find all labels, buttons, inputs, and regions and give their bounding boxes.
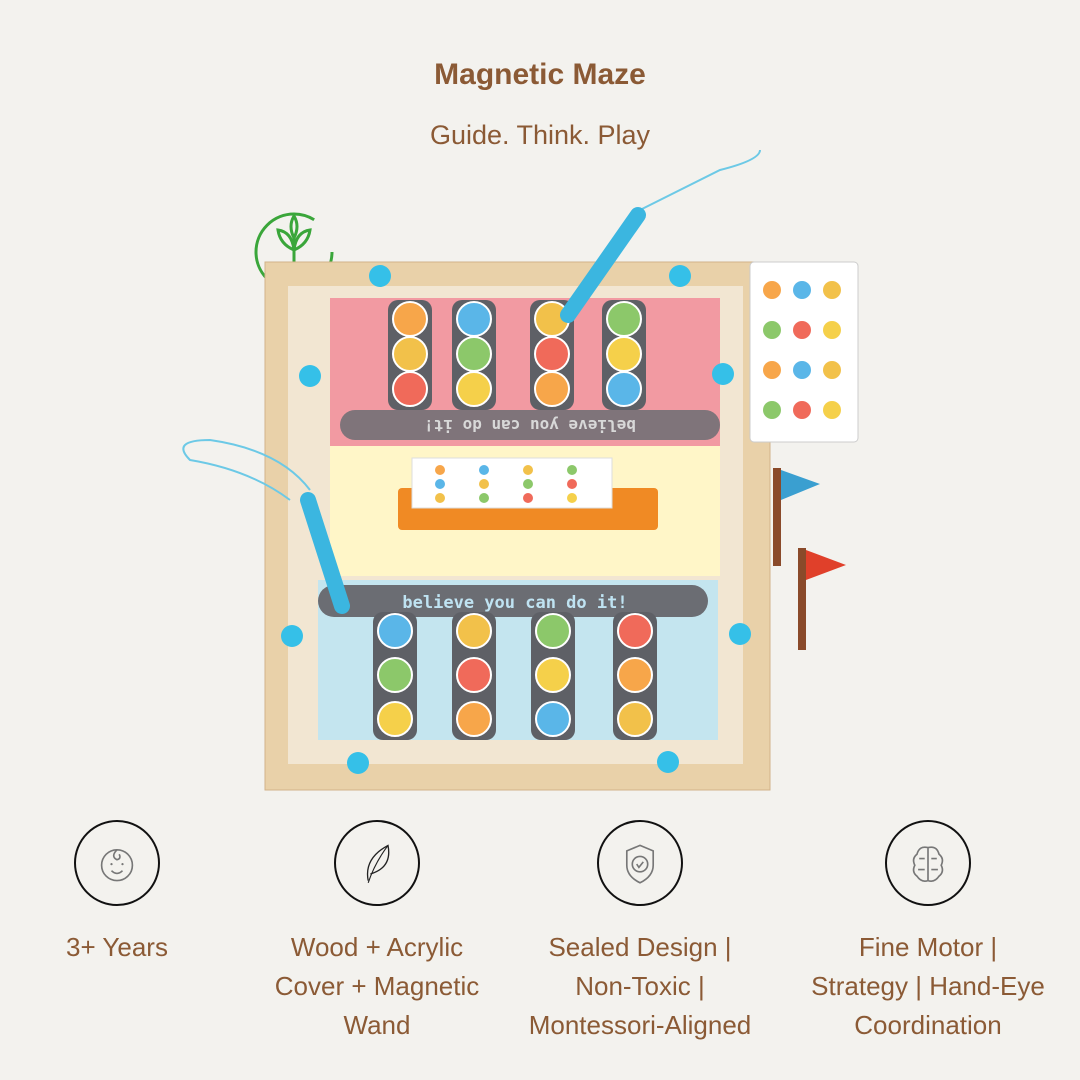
maze-token[interactable] [606,371,642,407]
maze-token[interactable] [456,701,492,737]
pattern-dot [763,321,781,339]
pattern-dot [763,281,781,299]
pattern-dot [823,401,841,419]
feature-icon-circle [334,820,420,906]
pattern-dot [793,281,811,299]
feature-icon-circle [597,820,683,906]
board-slogan-bottom: believe you can do it! [402,593,627,613]
feature-line: Montessori-Aligned [528,1010,752,1040]
feature-baby-face: 3+ Years [0,820,247,967]
pattern-dot [523,493,533,503]
leaf-icon [366,844,390,883]
maze-token[interactable] [392,371,428,407]
pattern-dot [567,479,577,489]
maze-token[interactable] [617,701,653,737]
maze-token[interactable] [606,301,642,337]
feature-line: Cover + Magnetic [274,971,480,1001]
maze-token[interactable] [456,657,492,693]
pattern-dot [567,493,577,503]
flag-red [798,548,846,650]
feature-icon-circle [74,820,160,906]
feature-line: Sealed Design | [548,932,732,962]
feature-text: Sealed Design | Non-Toxic | Montessori-Ali… [510,928,770,1045]
brain-icon [912,846,944,882]
maze-token[interactable] [606,336,642,372]
pattern-dot [823,361,841,379]
maze-token[interactable] [392,336,428,372]
page-title: Magnetic Maze [434,58,646,91]
pattern-dot [523,479,533,489]
maze-token[interactable] [535,701,571,737]
pattern-dot [823,281,841,299]
pattern-card [749,261,859,443]
maze-token[interactable] [377,613,413,649]
center-card [411,457,613,509]
pattern-dot [823,321,841,339]
feature-line: Wood + Acrylic [290,932,464,962]
page-subtitle: Guide. Think. Play [429,120,651,150]
maze-token[interactable] [534,371,570,407]
feature-text: 3+ Years [0,928,247,967]
pattern-dot [435,465,445,475]
pattern-dot [793,321,811,339]
maze-token[interactable] [535,657,571,693]
pattern-dot [763,361,781,379]
product-image: believe you can do it! believe you can d… [182,149,859,791]
flag-blue [773,468,820,566]
feature-line: Non-Toxic | [575,971,705,1001]
feature-line: Strategy | Hand-Eye [811,971,1045,1001]
pattern-dot [793,401,811,419]
magnet-dots [281,265,751,774]
maze-token[interactable] [456,301,492,337]
pattern-dot [479,479,489,489]
maze-token[interactable] [617,657,653,693]
pattern-dot [523,465,533,475]
pattern-dot [479,493,489,503]
maze-token[interactable] [456,336,492,372]
bottom-track [318,585,708,617]
pattern-dot [567,465,577,475]
top-track [340,410,720,440]
pattern-dot [793,361,811,379]
maze-token[interactable] [377,701,413,737]
pattern-dot [763,401,781,419]
shield-check-icon [625,844,655,884]
pattern-dot [479,465,489,475]
baby-face-icon [100,848,134,882]
feature-shield-check: Sealed Design | Non-Toxic | Montessori-Ali… [510,820,770,1045]
maze-token[interactable] [535,613,571,649]
pattern-dot [435,493,445,503]
maze-token[interactable] [534,336,570,372]
magnetic-wand-top[interactable] [560,149,761,323]
feature-line: Coordination [854,1010,1002,1040]
maze-token[interactable] [456,613,492,649]
maze-token[interactable] [377,657,413,693]
pattern-dot [435,479,445,489]
board-slogan-top: believe you can do it! [424,416,636,435]
feature-line: Fine Motor | [858,932,998,962]
feature-line: Wand [343,1010,411,1040]
feature-icon-circle [885,820,971,906]
maze-token[interactable] [456,371,492,407]
maze-token[interactable] [392,301,428,337]
magnetic-wand-left[interactable] [182,438,350,614]
feature-line: 3+ Years [66,932,168,962]
maze-token[interactable] [617,613,653,649]
